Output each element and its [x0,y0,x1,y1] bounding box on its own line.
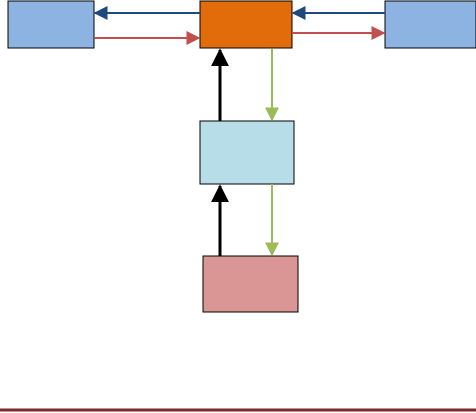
bottom-box [202,255,299,313]
left-box [7,0,95,49]
center-box [199,0,293,49]
right-box [384,0,476,49]
middle-box [199,120,295,185]
